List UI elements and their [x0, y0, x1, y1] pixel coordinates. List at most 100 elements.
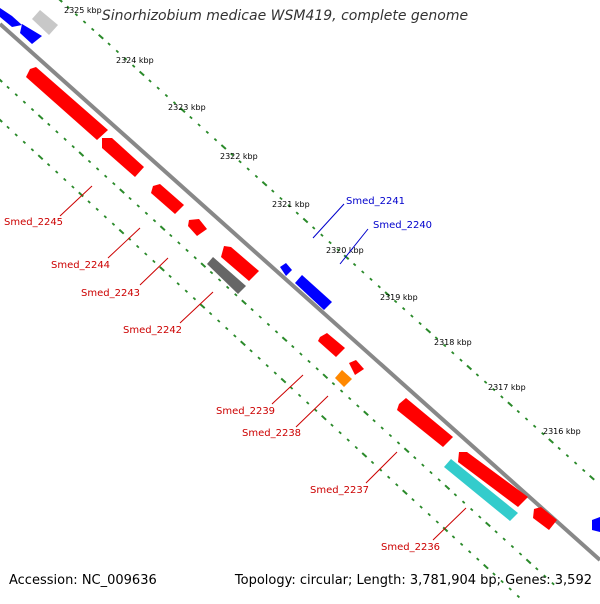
tick-dash	[216, 319, 221, 323]
gene-Smed_2237[interactable]	[397, 398, 453, 447]
tick-dash	[30, 148, 35, 152]
tick-dash	[410, 314, 414, 318]
tick-dash	[95, 167, 100, 171]
tick-dash	[168, 274, 172, 278]
gene-label-Smed_2243[interactable]: Smed_2243	[81, 288, 140, 299]
tick-dash	[401, 307, 406, 311]
tick-dash	[331, 382, 336, 386]
tick-dash	[238, 160, 242, 164]
tick-dash	[453, 493, 458, 497]
tick-dash	[159, 225, 166, 231]
tick-dash	[573, 461, 578, 465]
gene-arrow-blue-small[interactable]	[20, 24, 42, 44]
tick-dash	[241, 299, 247, 305]
tick-dash	[266, 322, 271, 327]
gene-label-Smed_2245[interactable]: Smed_2245	[4, 217, 63, 228]
tick-dash	[123, 57, 128, 61]
gene-Smed_2245[interactable]	[26, 67, 108, 140]
gene-label-Smed_2240[interactable]: Smed_2240	[373, 220, 432, 231]
tick-dash	[159, 266, 165, 272]
gene-arrow-red-end[interactable]	[533, 507, 557, 530]
tick-dash	[98, 33, 104, 40]
tick-dash	[336, 248, 340, 252]
gene-Smed_2239[interactable]	[318, 333, 345, 357]
gene-Smed_2243[interactable]	[151, 184, 184, 214]
tick-dash	[396, 441, 401, 445]
gene-arrow-blue-top[interactable]	[0, 8, 22, 27]
gene-Smed_2241-small[interactable]	[280, 263, 292, 276]
tick-dash	[320, 233, 324, 237]
backbone-line	[0, 22, 600, 562]
tick-dash	[589, 475, 595, 481]
tick-dash	[144, 252, 148, 256]
tick-dash	[435, 520, 440, 524]
tick-dash	[297, 393, 302, 398]
tick-dash	[111, 222, 116, 226]
tick-label-2319: 2319 kbp	[380, 293, 418, 302]
gene-label-Smed_2242[interactable]: Smed_2242	[123, 325, 182, 336]
tick-dash	[551, 581, 555, 586]
gene-label-Smed_2241[interactable]: Smed_2241	[346, 196, 405, 207]
gene-gray[interactable]	[207, 257, 246, 294]
tick-label-2323: 2323 kbp	[168, 103, 206, 112]
tick-dash	[302, 217, 309, 224]
tick-dash	[131, 64, 136, 68]
tick-dash	[258, 315, 262, 319]
tick-dash	[444, 484, 451, 491]
tick-dash	[339, 389, 344, 393]
tick-dash	[280, 377, 287, 384]
tick-dash	[265, 363, 269, 368]
gene-label-Smed_2237[interactable]: Smed_2237	[310, 485, 369, 496]
gene-label-Smed_2239[interactable]: Smed_2239	[216, 406, 275, 417]
tick-label-2324: 2324 kbp	[116, 56, 154, 65]
gene-Smed_2236[interactable]	[444, 459, 518, 521]
tick-dash	[224, 326, 229, 331]
tick-dash	[254, 174, 259, 179]
gene-label-Smed_2244[interactable]: Smed_2244	[51, 260, 110, 271]
tick-dash	[250, 307, 254, 312]
tick-dash	[199, 303, 206, 309]
tick-dash	[372, 419, 376, 423]
tick-dash	[249, 349, 253, 353]
tick-dash	[541, 432, 545, 436]
tick-dash	[478, 515, 482, 519]
tick-dash	[582, 468, 586, 473]
gene-arrow-light-gray[interactable]	[32, 10, 58, 35]
tick-dash	[380, 426, 384, 430]
tick-dash	[112, 182, 116, 186]
gene-Smed_2242[interactable]	[221, 246, 259, 281]
accession-text: Accession: NC_009636	[9, 573, 157, 588]
gene-Smed_2242-small[interactable]	[188, 219, 207, 236]
tick-dash	[179, 107, 186, 114]
tick-label-2318: 2318 kbp	[434, 338, 472, 347]
tick-dash	[411, 497, 415, 502]
gene-label-Smed_2238[interactable]: Smed_2238	[242, 428, 301, 439]
gene-Smed_2238[interactable]	[335, 370, 352, 387]
tick-dash	[419, 505, 423, 509]
gene-Smed_2244[interactable]	[102, 138, 144, 177]
gene-labels: Smed_2245 Smed_2244 Smed_2243 Smed_2242 …	[4, 196, 440, 553]
tick-dash	[467, 550, 472, 554]
gene-Smed_2240[interactable]	[295, 275, 332, 310]
tick-dash	[193, 256, 197, 260]
tick-dash	[208, 311, 213, 316]
gene-label-Smed_2236[interactable]: Smed_2236	[381, 542, 440, 553]
tick-dash	[14, 93, 19, 97]
tick-dash	[459, 542, 464, 546]
tick-dash	[492, 387, 496, 392]
tick-dash	[234, 293, 238, 297]
tick-dash	[37, 114, 44, 120]
gene-arrow-blue-end[interactable]	[592, 517, 600, 532]
tick-dash	[213, 138, 218, 142]
gene-Smed_2239-small[interactable]	[349, 360, 364, 375]
tick-dash	[225, 285, 230, 290]
tick-dash	[384, 291, 391, 297]
gene-Smed_2236-red[interactable]	[458, 452, 528, 507]
tick-dash	[502, 537, 506, 541]
tick-dash	[388, 433, 393, 438]
tick-dash	[483, 380, 488, 384]
tick-dash	[314, 408, 318, 412]
tick-dash	[361, 452, 368, 458]
